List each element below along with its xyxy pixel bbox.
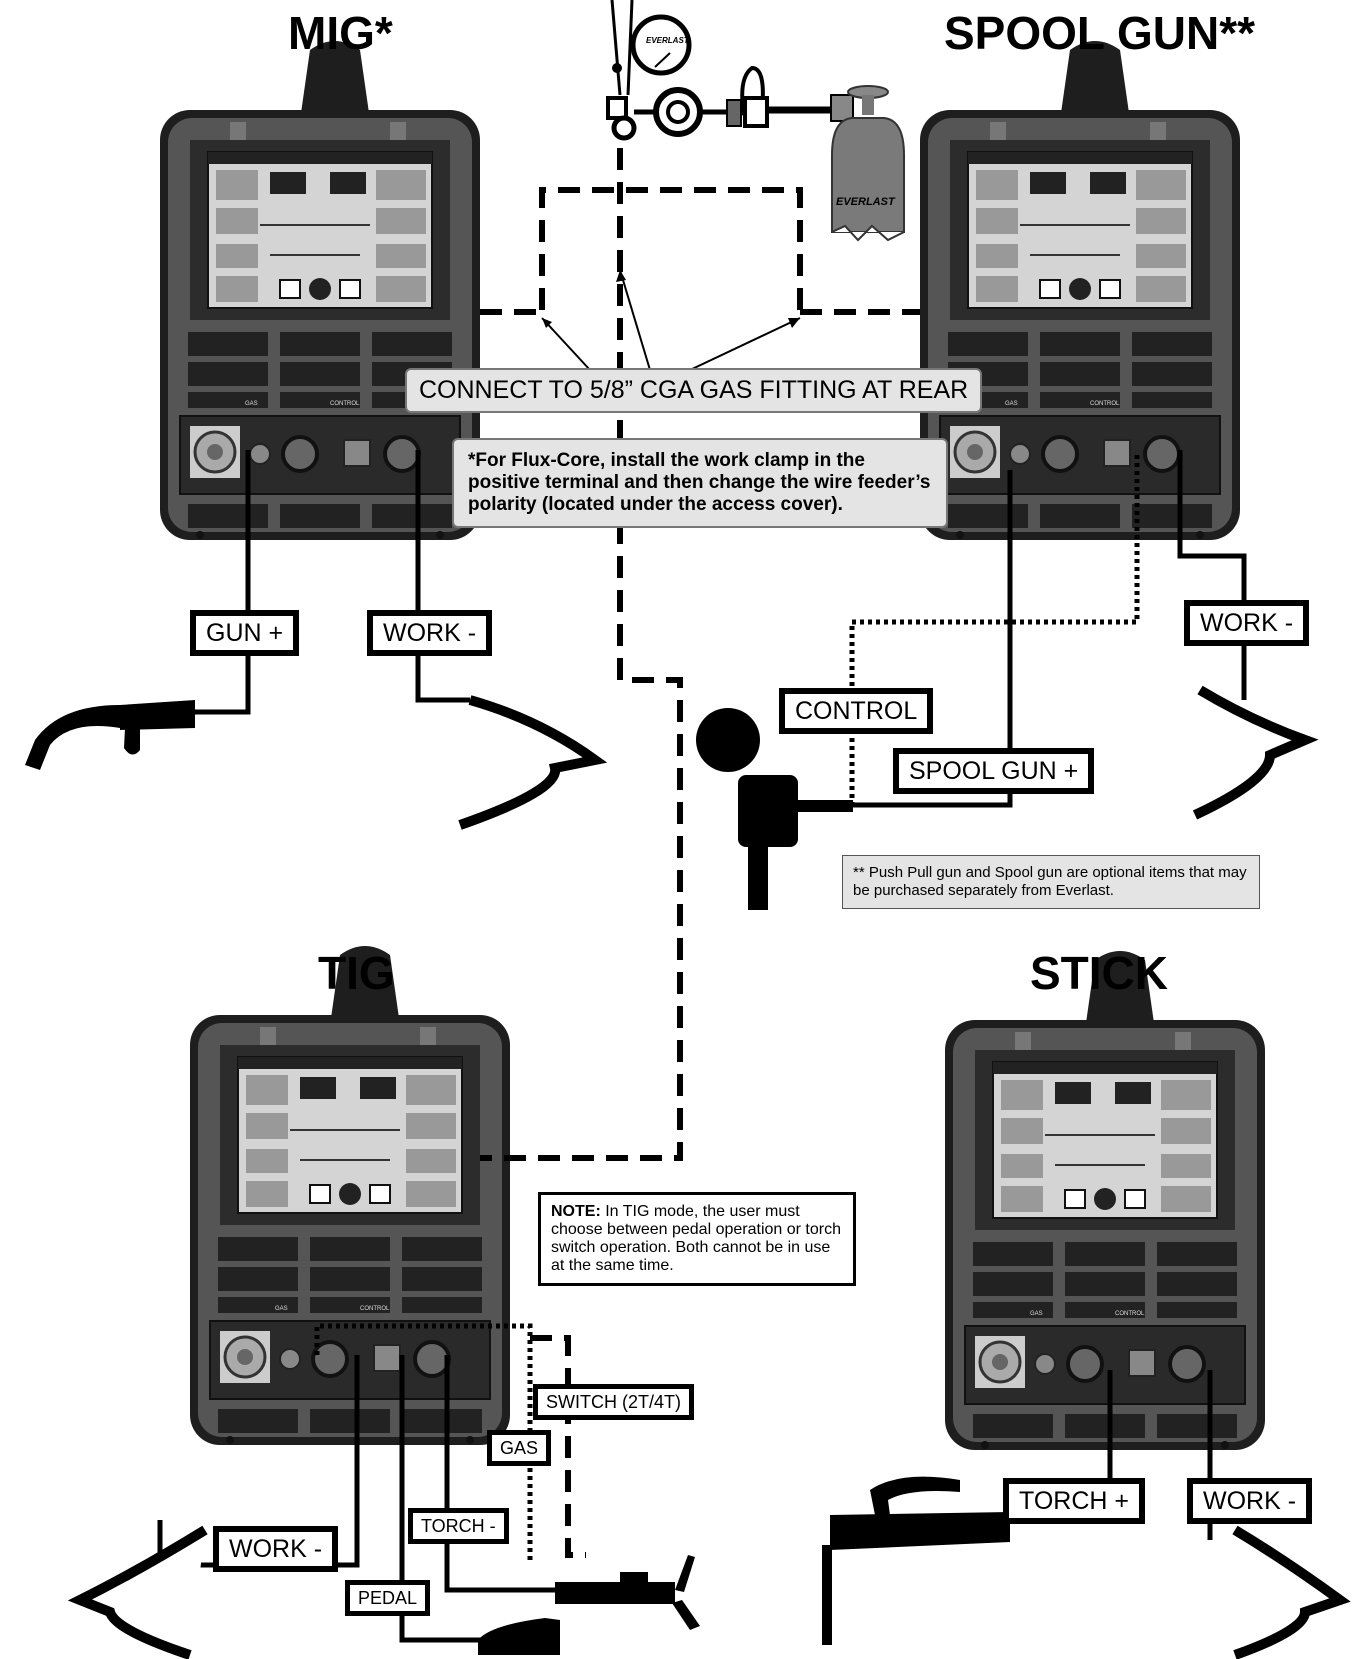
mig-work-clamp-icon: [458, 695, 608, 830]
tig-note-lead: NOTE:: [551, 1203, 601, 1220]
tig-work-minus-label: WORK -: [213, 1526, 339, 1572]
stick-title: STICK: [1030, 947, 1168, 999]
spool-gun-cable: [810, 470, 1013, 808]
mig-gun-icon: [25, 700, 195, 770]
svg-text:EVERLAST: EVERLAST: [646, 36, 690, 45]
svg-text:EVERLAST: EVERLAST: [836, 196, 896, 208]
arrow-to-spool-gas: [689, 317, 801, 371]
gas-line-loop: [539, 187, 803, 312]
mig-gas-port-label: GAS: [245, 401, 258, 407]
gas-label: GAS: [487, 1430, 552, 1466]
gas-connection-note: CONNECT TO 5/8” CGA GAS FITTING AT REAR: [405, 368, 983, 413]
pedal-icon: [478, 1618, 560, 1655]
torch-plus-label: TORCH +: [1003, 1478, 1145, 1524]
mig-work-cable: [415, 450, 470, 703]
tig-note-text: In TIG mode, the user must choose betwee…: [551, 1203, 841, 1274]
stick-work-minus-label: WORK -: [1187, 1478, 1313, 1524]
mig-welder: [158, 39, 482, 542]
tig-torch-cable: [444, 1355, 580, 1593]
stick-electrode-holder-icon: [822, 1476, 1010, 1645]
pedal-label: PEDAL: [345, 1580, 431, 1616]
gun-plus-label: GUN +: [190, 610, 300, 656]
arrow-to-mig-gas: [541, 317, 591, 371]
tig-control-port-label: CONTROL: [360, 1306, 390, 1312]
tig-torch-icon: [555, 1555, 700, 1630]
mig-work-minus-label: WORK -: [367, 610, 493, 656]
spool-gun-title: SPOOL GUN**: [944, 7, 1255, 59]
stick-control-port-label: CONTROL: [1115, 1311, 1145, 1317]
tig-gas-port-label: GAS: [275, 1306, 288, 1312]
arrow-to-center-gas: [619, 269, 651, 371]
spool-gun-welder: [918, 39, 1242, 542]
torch-minus-label: TORCH -: [408, 1508, 509, 1544]
flux-core-note: *For Flux-Core, install the work clamp i…: [452, 438, 948, 528]
mig-title: MIG*: [288, 7, 393, 59]
tig-mode-note: NOTE: In TIG mode, the user must choose …: [538, 1192, 856, 1286]
stick-welder: [943, 949, 1267, 1452]
gas-regulator: EVERLAST: [606, 0, 854, 141]
spool-work-minus-label: WORK -: [1184, 600, 1310, 646]
mig-gun-cable: [195, 450, 251, 715]
tig-title: TIG: [318, 947, 395, 999]
gas-line-main: [480, 148, 683, 1161]
control-label: CONTROL: [779, 688, 934, 734]
switch-label: SWITCH (2T/4T): [533, 1384, 694, 1420]
spool-work-clamp-icon: [1192, 685, 1319, 820]
stick-gas-port-label: GAS: [1030, 1311, 1043, 1317]
spool-control-port-label: CONTROL: [1090, 401, 1120, 407]
stick-work-clamp-icon: [1232, 1525, 1351, 1659]
gas-cylinder: EVERLAST: [831, 85, 905, 242]
gas-line-tig-switch: [530, 1335, 586, 1558]
mig-control-port-label: CONTROL: [330, 401, 360, 407]
spool-gas-port-label: GAS: [1005, 401, 1018, 407]
optional-items-note: ** Push Pull gun and Spool gun are optio…: [842, 855, 1260, 909]
spool-gun-plus-label: SPOOL GUN +: [893, 748, 1095, 794]
tig-work-clamp-icon: [67, 1525, 208, 1659]
tig-welder: [188, 944, 512, 1447]
spool-gun-icon: [696, 708, 853, 910]
